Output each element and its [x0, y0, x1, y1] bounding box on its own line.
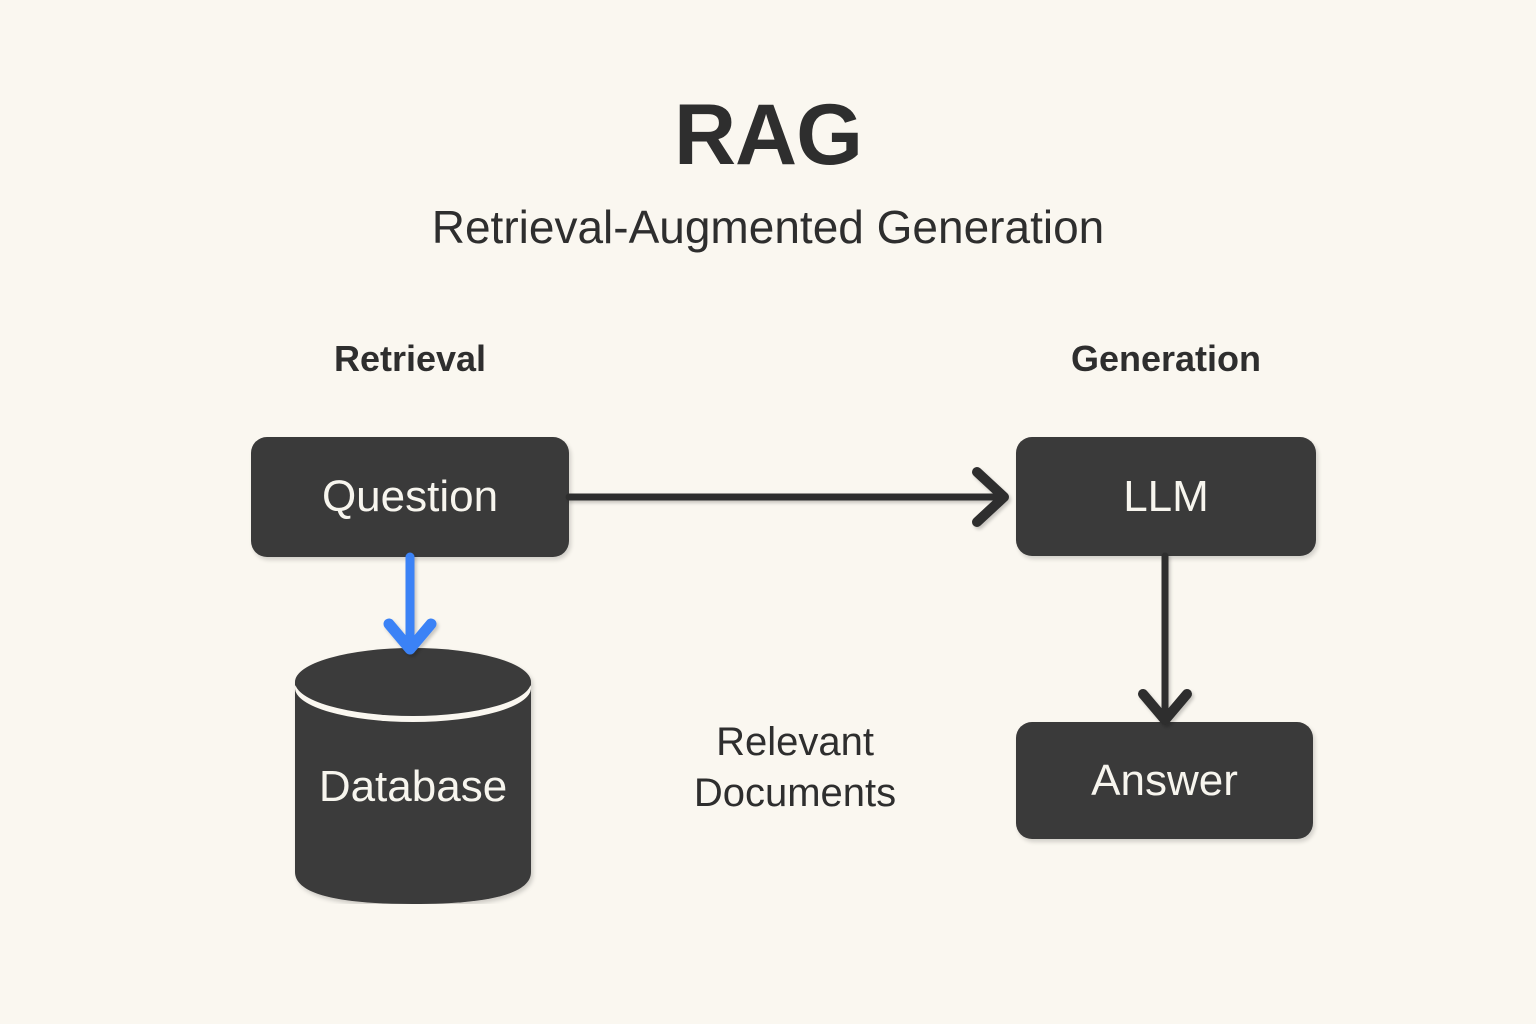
page-title: RAG — [673, 87, 863, 183]
caption-line-1: Relevant — [716, 720, 874, 764]
node-llm-label: LLM — [1123, 471, 1209, 521]
section-heading-retrieval: Retrieval — [333, 338, 487, 379]
section-heading-generation: Generation — [1070, 338, 1262, 379]
node-question[interactable]: Question — [251, 437, 569, 557]
node-answer[interactable]: Answer — [1016, 722, 1313, 839]
caption-relevant-documents: Relevant Documents — [625, 717, 965, 819]
node-llm[interactable]: LLM — [1016, 437, 1316, 556]
database-svg — [295, 648, 531, 904]
node-question-label: Question — [321, 472, 499, 521]
node-answer-label: Answer — [1091, 755, 1238, 805]
page-subtitle: Retrieval-Augmented Generation — [431, 201, 1105, 253]
caption-line-2: Documents — [693, 771, 897, 816]
arrow-question-to-llm — [565, 467, 1009, 527]
database-cylinder-shape[interactable] — [280, 636, 546, 904]
arrow-llm-to-answer — [1138, 552, 1192, 725]
